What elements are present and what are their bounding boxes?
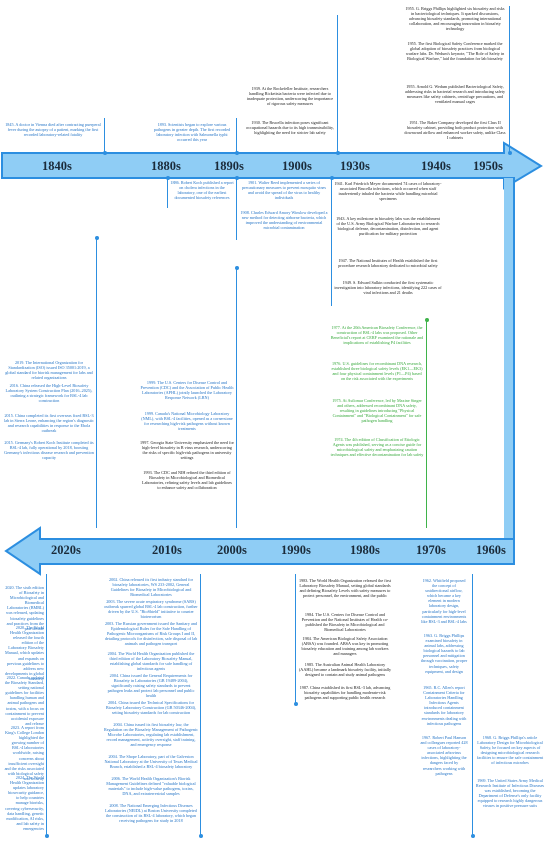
event-2015b: 2015. Germany's Robert Koch Institute co… xyxy=(4,440,94,461)
connector-line-green xyxy=(424,318,429,528)
event-1939: 1939. At the Rockefeller Institute, rese… xyxy=(246,86,334,107)
connector-line xyxy=(234,266,239,528)
connector-line xyxy=(234,118,239,155)
event-1985: 1985. The Australian Animal Health Labor… xyxy=(298,662,392,678)
event-1845: 1845. A doctor in Vienna died after cont… xyxy=(5,122,101,138)
event-2015a: 2015. China completed its first overseas… xyxy=(4,413,94,434)
event-1955a: 1955. G. Briggs Phillips highlighted six… xyxy=(405,6,505,32)
event-1984a: 1984. The U.S. Centers for Disease Contr… xyxy=(301,612,389,633)
connector-line xyxy=(234,176,239,240)
connector-line xyxy=(335,15,340,155)
top-arrow xyxy=(1,141,543,190)
event-1999b: 1999. Canada's National Microbiology Lab… xyxy=(141,411,233,432)
event-2004a: 2004. The World Health Organization publ… xyxy=(107,651,195,672)
connector-line xyxy=(94,236,99,528)
decade-label-1990s: 1990s xyxy=(281,543,311,557)
event-1951: 1951. The Baker Company developed the fi… xyxy=(404,120,506,141)
decade-label-2020s: 2020s xyxy=(51,543,81,557)
event-2002: 2002. China released its first industry … xyxy=(109,577,193,598)
event-1999: 1999. The U.S. Centers for Disease Contr… xyxy=(140,380,234,401)
event-2023: 2023. A report from King's College Londo… xyxy=(4,725,44,781)
connector-line xyxy=(329,176,334,306)
event-1969: 1969. The United States Army Medical Res… xyxy=(475,778,545,809)
decade-label-1950s: 1950s xyxy=(473,159,503,173)
event-2004b: 2004. China issued the General Requireme… xyxy=(107,673,195,699)
event-1955b: 1955. The first Biological Safety Confer… xyxy=(405,41,505,62)
event-1955c: 1955. Arnold G. Wedum published Bacterio… xyxy=(404,84,506,105)
decade-label-1940s: 1940s xyxy=(421,159,451,173)
event-1949: 1949. S. Edward Sulkin conducted the fir… xyxy=(334,280,442,296)
event-1965: 1965. R.C. Allen's report Containment Cr… xyxy=(421,685,467,726)
event-1930: 1930. The Brucella infection poses signi… xyxy=(246,120,334,136)
decade-label-2010s: 2010s xyxy=(152,543,182,557)
event-1901: 1901. Walter Reed implemented a series o… xyxy=(241,180,327,201)
event-1987: 1987. China established its first BSL-3 … xyxy=(299,685,391,701)
event-1967: 1967. Robert Paul Hanson and colleagues … xyxy=(420,735,468,776)
decade-label-2000s: 2000s xyxy=(217,543,247,557)
event-1976: 1976. U.S. guidelines for recombinant DN… xyxy=(331,361,423,382)
event-1908: 1908. Charles Edward Amory Winslow devel… xyxy=(240,210,328,231)
decade-label-1840s: 1840s xyxy=(42,159,72,173)
connector-line xyxy=(102,118,107,155)
connector-line xyxy=(44,574,49,838)
event-1974: 1974. The 4th edition of Classification … xyxy=(330,437,424,458)
event-1963: 1963. G. Briggs Phillips examined biosaf… xyxy=(420,633,468,674)
event-2006: 2006. The World Health Organization's Bi… xyxy=(106,776,196,797)
connector-line xyxy=(507,6,512,155)
connector-line xyxy=(470,574,475,838)
event-1943: 1943. A key milestone in biosafety labs … xyxy=(336,216,440,237)
event-1993: 1993. The CDC and NIH refined the third … xyxy=(142,470,232,491)
event-1886: 1886. Robert Koch published a report on … xyxy=(170,180,234,201)
decade-label-1980s: 1980s xyxy=(350,543,380,557)
event-1984b: 1984. The American Biological Safety Ass… xyxy=(301,636,389,657)
event-2003a: 2003. The severe acute respiratory syndr… xyxy=(104,599,198,620)
event-2003b: 2003. The Russian government issued the … xyxy=(104,621,198,647)
connector-line xyxy=(293,574,298,706)
event-1975: 1975. At Asilomar Conference, led by Max… xyxy=(332,398,422,424)
event-2024: 2024. The World Health Organization upda… xyxy=(4,775,44,831)
event-2019: 2019. The International Organization for… xyxy=(5,360,93,381)
event-2004c: 2004. China issued the Technical Specifi… xyxy=(105,700,197,716)
event-1997: 1997. Georgia State University emphasize… xyxy=(140,440,234,461)
bottom-arrow xyxy=(4,526,515,576)
decade-label-1900s: 1900s xyxy=(282,159,312,173)
decade-label-1970s: 1970s xyxy=(416,543,446,557)
event-2016: 2016. China released the High-Level Bios… xyxy=(5,383,93,404)
connector-line xyxy=(198,574,203,838)
decade-label-1880s: 1880s xyxy=(151,159,181,173)
connector-line xyxy=(165,176,170,208)
event-2020b: 2020. The World Health Organization rele… xyxy=(4,625,44,681)
event-1941: 1941. Karl Friedrich Meyer documented 74… xyxy=(334,181,442,202)
event-1968: 1968. G. Briggs Phillips's article Labor… xyxy=(476,735,544,766)
event-1983: 1983. The World Health Organization rele… xyxy=(299,578,391,599)
decade-label-1890s: 1890s xyxy=(214,159,244,173)
event-1977: 1977. At the 20th American Biosafety Con… xyxy=(330,325,424,346)
event-2022: 2022. Canada updated the Biosafety Stand… xyxy=(4,675,44,726)
decade-label-1960s: 1960s xyxy=(476,543,506,557)
event-2008: 2008. The National Emerging Infectious D… xyxy=(105,803,197,824)
event-2004d: 2004. China issued its first biosafety l… xyxy=(104,722,198,748)
decade-label-1930s: 1930s xyxy=(340,159,370,173)
event-2020: 2020. The sixth edition of Biosafety in … xyxy=(5,585,44,631)
event-1947: 1947. The National Institutes of Health … xyxy=(338,258,438,269)
event-1962: 1962. Whitfield proposed the concept of … xyxy=(421,578,467,624)
event-1893: 1893. Scientists began to explore variou… xyxy=(153,122,231,143)
event-2004e: 2004. The Shope Laboratory, part of the … xyxy=(104,754,198,770)
